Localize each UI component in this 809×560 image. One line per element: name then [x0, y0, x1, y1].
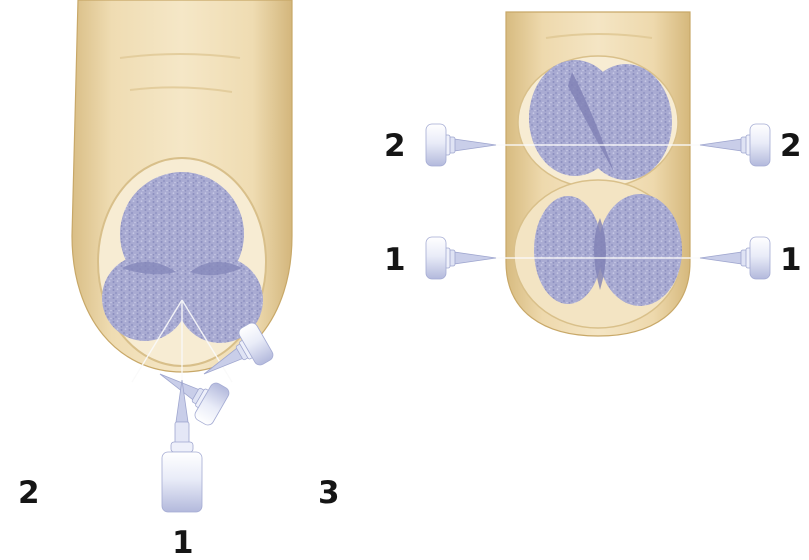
- right-anaesthetic-spread-upper: [529, 60, 672, 180]
- needle-label-left-1: 1: [384, 242, 406, 278]
- syringe-icon: [426, 124, 496, 166]
- needle-label-3: 3: [318, 475, 340, 511]
- right-needle-left-2: [426, 124, 496, 166]
- needle-label-1: 1: [172, 525, 194, 560]
- syringe-icon: [426, 237, 496, 279]
- right-finger-figure: 2 1 2 1: [384, 12, 802, 336]
- syringe-icon: [700, 124, 770, 166]
- needle-label-2: 2: [18, 475, 40, 511]
- spread-zone-lower-left: [534, 196, 602, 304]
- needle-label-right-2: 2: [780, 128, 802, 164]
- spread-zone-lower-right: [598, 194, 682, 306]
- left-finger-figure: 2 1 3: [18, 0, 340, 560]
- needle-label-right-1: 1: [780, 242, 802, 278]
- needle-label-left-2: 2: [384, 128, 406, 164]
- right-needle-left-1: [426, 237, 496, 279]
- syringe-icon: [700, 237, 770, 279]
- right-needle-right-1: [700, 237, 770, 279]
- right-needle-right-2: [700, 124, 770, 166]
